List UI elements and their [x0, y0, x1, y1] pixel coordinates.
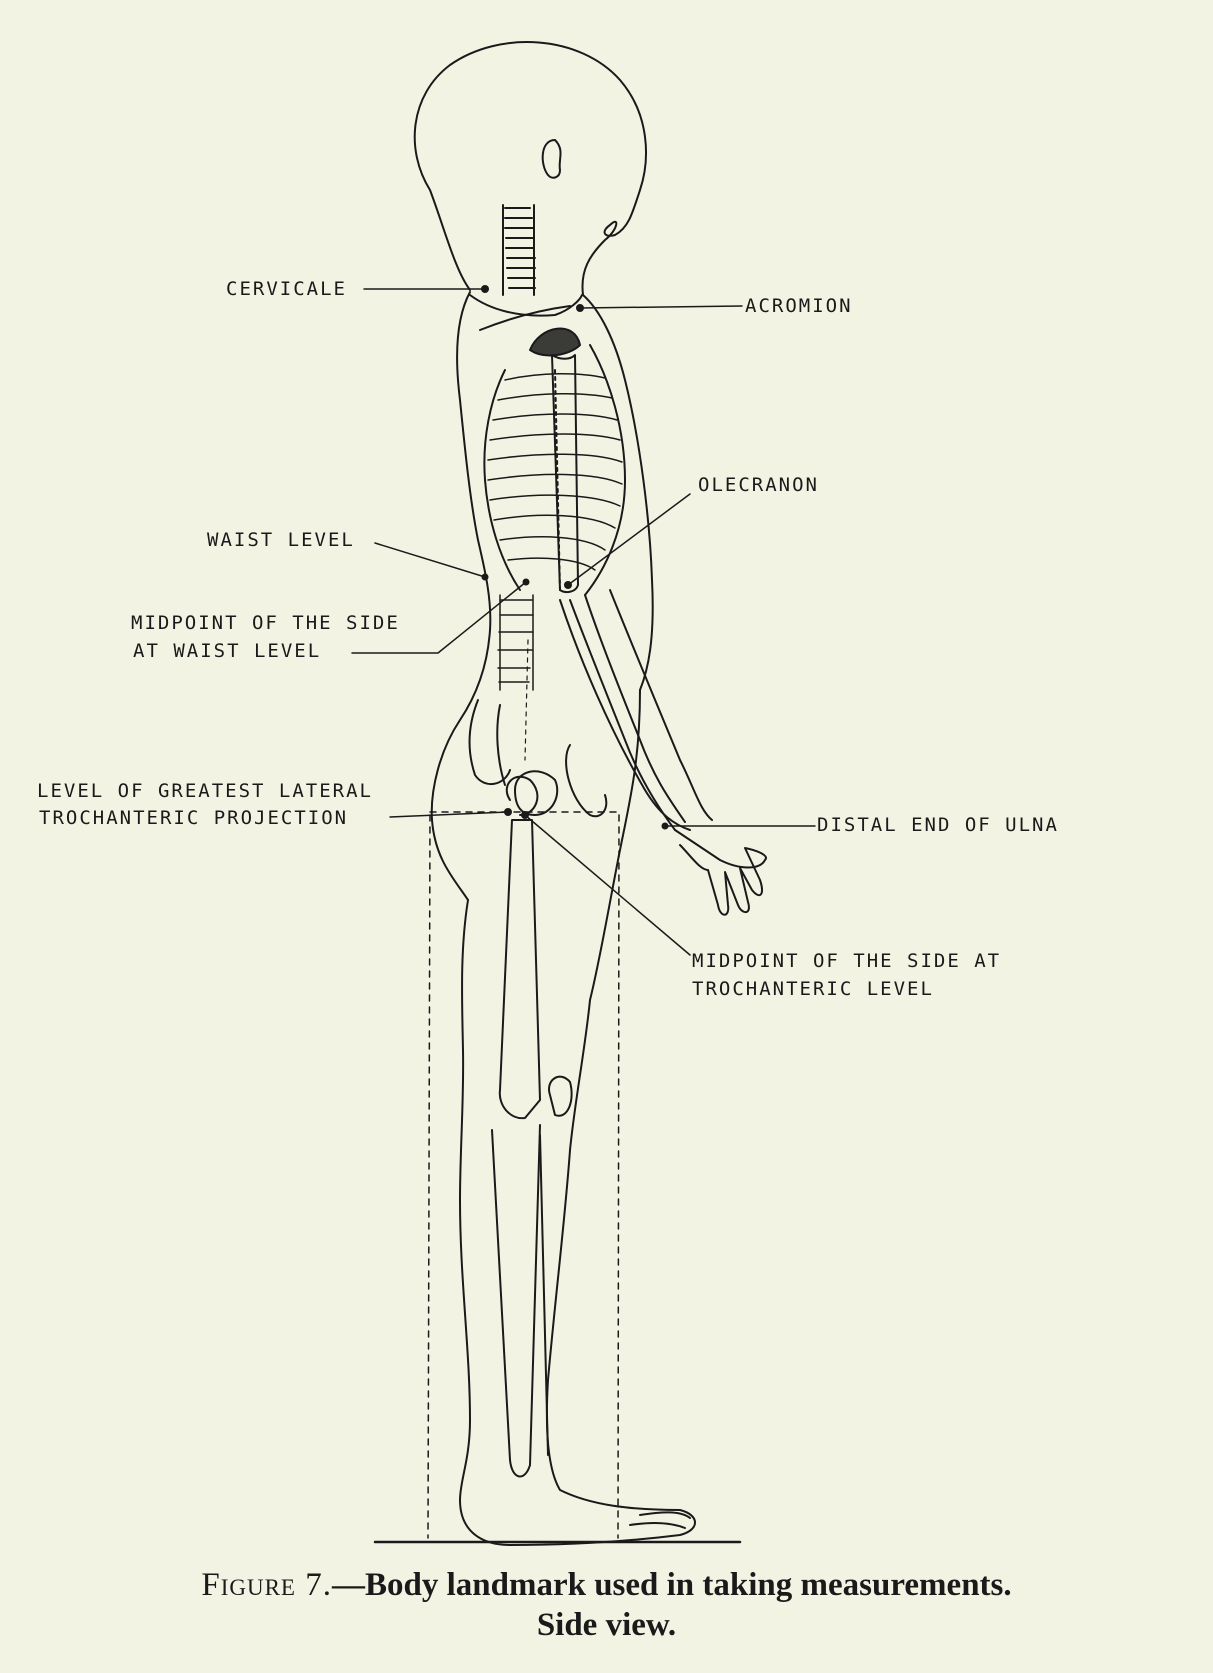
midpoint-waist-label-line2: AT WAIST LEVEL: [133, 640, 322, 662]
caption-title-line2: Side view.: [536, 1607, 677, 1643]
reference-line-front: [617, 814, 620, 1539]
olecranon-leader: [567, 493, 691, 586]
toes: [629, 1511, 691, 1529]
thigh-back: [459, 899, 511, 1546]
figure-caption: Figure 7.—Body landmark used in taking m…: [0, 1565, 1213, 1645]
figure-number: Figure 7.: [201, 1567, 332, 1603]
trochanteric-leader: [389, 811, 509, 818]
reference-line-back: [427, 814, 431, 1539]
olecranon-label: OLECRANON: [698, 474, 819, 496]
trochanteric-label-line1: LEVEL OF GREATEST LATERAL: [37, 780, 373, 802]
rib-cage-front: [584, 344, 626, 596]
head-outline: [413, 41, 647, 296]
ribs: [487, 372, 623, 571]
midpoint-troch-label-line2: TROCHANTERIC LEVEL: [692, 978, 934, 1000]
forearm-outline: [559, 599, 691, 831]
sacrum: [496, 704, 506, 786]
radius: [569, 599, 676, 831]
midpoint-troch-label-line1: MIDPOINT OF THE SIDE AT: [692, 950, 1002, 972]
tibia: [491, 1124, 541, 1478]
clavicle: [479, 305, 571, 331]
acetabulum: [514, 770, 559, 816]
lumbar-vertebrae: [497, 594, 534, 691]
cervical-vertebrae: [502, 204, 536, 296]
distal-ulna-label: DISTAL END OF ULNA: [817, 814, 1059, 836]
hand: [674, 829, 767, 916]
forearm-front: [609, 589, 713, 821]
ulna: [584, 594, 686, 823]
midpoint-waist-label-line1: MIDPOINT OF THE SIDE: [131, 612, 400, 634]
cervicale-label: CERVICALE: [226, 278, 347, 300]
humeral-head: [529, 327, 581, 357]
ear: [541, 139, 562, 179]
acromion-label: ACROMION: [745, 295, 853, 317]
acromion-leader: [579, 305, 743, 309]
patella: [548, 1075, 573, 1117]
humerus: [551, 354, 579, 594]
waist-level-label: WAIST LEVEL: [207, 529, 355, 551]
caption-line1: Figure 7.—Body landmark used in taking m…: [0, 1565, 1213, 1605]
waist-leader: [374, 542, 486, 578]
scapula: [469, 294, 583, 317]
femur: [498, 819, 541, 1120]
midpoint-waist-leader: [351, 581, 527, 654]
femur-head: [505, 775, 539, 816]
caption-title-line1: —Body landmark used in taking measuremen…: [331, 1567, 1012, 1603]
rib-cage-back: [483, 369, 521, 591]
trochanteric-label-line2: TROCHANTERIC PROJECTION: [39, 807, 349, 829]
front-outline: [582, 294, 654, 691]
reference-line-midbody: [524, 639, 529, 761]
back-outline: [430, 291, 492, 901]
iliac-crest: [468, 699, 511, 785]
midpoint-troch-leader: [524, 814, 691, 956]
pubis: [565, 744, 608, 818]
